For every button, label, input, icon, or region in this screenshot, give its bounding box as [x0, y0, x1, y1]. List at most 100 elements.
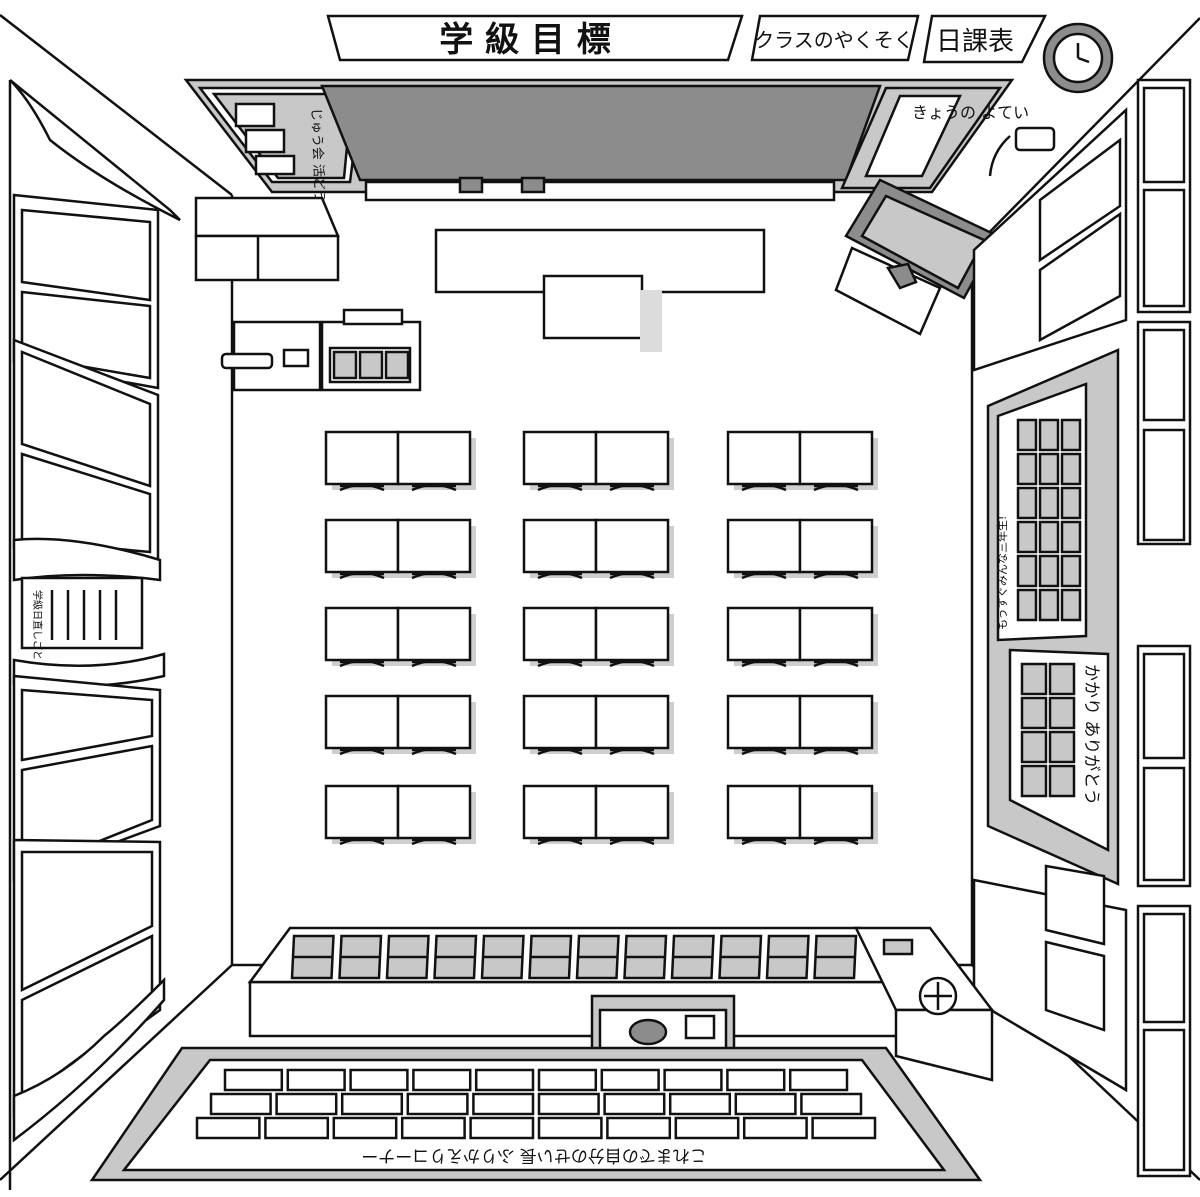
cubby-cell — [813, 934, 858, 980]
timetable-text: 日課表 — [936, 27, 1014, 57]
reflection-card — [264, 1116, 330, 1140]
sink-unit — [220, 308, 422, 392]
reflection-card — [788, 1068, 849, 1092]
kakari-board: かかり ありがとう — [1008, 648, 1110, 853]
student-desk — [324, 518, 404, 580]
student-desk — [522, 606, 602, 668]
student-desk — [324, 784, 404, 846]
class-goal-text: 学 級 目 標 — [439, 20, 611, 60]
reflection-card — [603, 1092, 666, 1116]
student-desk — [594, 430, 674, 492]
student-desk — [324, 430, 404, 492]
cubby-cell — [290, 934, 335, 980]
blackboard-right-panel: きょうの よてい — [840, 86, 1029, 190]
moving-up-card — [1016, 588, 1038, 622]
moving-up-card — [1060, 418, 1082, 452]
moving-up-label: もうすぐみんな三年生! — [995, 516, 1009, 630]
reflection-card — [600, 1068, 660, 1092]
reflection-card — [742, 1116, 808, 1140]
kakari-card — [1048, 764, 1076, 798]
teacher-podium — [434, 228, 766, 352]
television — [834, 178, 1000, 336]
moving-up-card — [1038, 588, 1060, 622]
moving-up-card — [1038, 452, 1060, 486]
wall-edge-bottom-left — [0, 964, 233, 1181]
curtain-bottom — [12, 976, 166, 1143]
student-desk — [396, 784, 476, 846]
reflection-card — [537, 1092, 600, 1116]
reflection-corner-board: これまでの自分のせい長 ふりかえりコーナー — [89, 1046, 983, 1182]
student-desk — [726, 606, 806, 668]
reflection-card — [800, 1092, 863, 1116]
student-desk — [726, 694, 806, 756]
moving-up-card — [1060, 486, 1082, 520]
student-desk — [798, 694, 878, 756]
wall-edge-top-left — [0, 14, 233, 196]
turtle-tank — [590, 994, 736, 1060]
moving-up-card — [1016, 520, 1038, 554]
moving-up-card — [1060, 588, 1082, 622]
cubby-cell — [338, 934, 383, 980]
kakari-card — [1020, 662, 1048, 696]
student-desk — [594, 606, 674, 668]
cubby-cell — [575, 934, 620, 980]
wall-clock — [1042, 22, 1114, 94]
reflection-card — [472, 1092, 535, 1116]
student-desk — [594, 784, 674, 846]
reflection-card — [537, 1116, 603, 1140]
class-promise-sign: クラスのやくそく — [750, 14, 920, 62]
moving-up-card — [1016, 486, 1038, 520]
reflection-card — [412, 1068, 472, 1092]
student-desk — [726, 430, 806, 492]
student-desk — [594, 694, 674, 756]
reflection-card — [275, 1092, 338, 1116]
reflection-card — [663, 1068, 723, 1092]
moving-up-card — [1038, 418, 1060, 452]
blackboard: じゅう会 活どう きょうの よてい — [183, 78, 1029, 204]
reflection-card — [332, 1116, 398, 1140]
moving-up-card — [1016, 418, 1038, 452]
moving-up-card — [1060, 520, 1082, 554]
class-goal-sign: 学 級 目 標 — [326, 14, 744, 62]
left-panel-text: じゅう会 活どう — [308, 108, 326, 204]
moving-up-card — [1060, 452, 1082, 486]
moving-up-card — [1016, 452, 1038, 486]
class-promise-text: クラスのやくそく — [754, 28, 914, 52]
student-desk — [522, 784, 602, 846]
reflection-card — [674, 1116, 740, 1140]
student-desk — [396, 606, 476, 668]
moving-up-card — [1038, 554, 1060, 588]
teacher-desk — [542, 274, 644, 340]
kakari-card — [1048, 696, 1076, 730]
student-desk — [324, 694, 404, 756]
kakari-card — [1020, 696, 1048, 730]
reflection-banner: これまでの自分のせい長 ふりかえりコーナー — [361, 1145, 706, 1165]
cubby-cell — [385, 934, 430, 980]
eraser-2 — [520, 176, 546, 194]
curtain-middle — [12, 537, 162, 582]
turtle-icon — [628, 1018, 668, 1046]
kakari-label: かかり ありがとう — [1081, 664, 1101, 805]
reflection-card — [400, 1116, 466, 1140]
cubby-cell — [670, 934, 715, 980]
reflection-card — [349, 1068, 409, 1092]
student-desk — [522, 430, 602, 492]
left-wall: 学級日直しごと — [8, 79, 181, 1190]
reflection-card — [340, 1092, 404, 1116]
reflection-card — [606, 1116, 672, 1140]
cubby-cell — [528, 934, 573, 980]
reflection-card — [668, 1092, 732, 1116]
reflection-card — [469, 1116, 535, 1140]
kakari-card — [1020, 730, 1048, 764]
cubby-cell — [718, 934, 763, 980]
moving-up-board: もうすぐみんな三年生! — [995, 382, 1088, 642]
kakari-card — [1048, 730, 1076, 764]
moving-up-card — [1038, 486, 1060, 520]
eraser-1 — [458, 176, 484, 194]
duty-notice-title: 学級日直しごと — [31, 590, 44, 660]
student-desk — [726, 784, 806, 846]
right-panel-text: きょうの よてい — [912, 103, 1029, 122]
reflection-card — [537, 1068, 598, 1092]
student-desk — [522, 694, 602, 756]
